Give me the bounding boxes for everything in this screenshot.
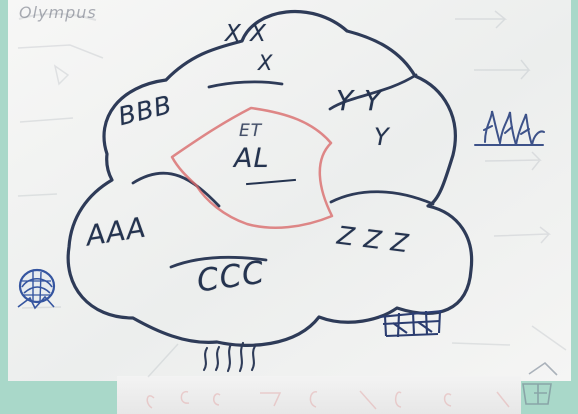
cloud-outline <box>66 9 474 347</box>
cloud-dividers <box>131 73 435 269</box>
bottom-right-sketch <box>522 361 558 405</box>
grid-icon <box>378 309 443 338</box>
top-right-marks: Y Y <box>336 84 383 117</box>
red-center-shape <box>170 106 334 229</box>
top-center-marks-2: X <box>258 51 274 75</box>
title-scribble <box>18 12 97 21</box>
heat-lines-icon <box>202 341 257 373</box>
bottom-red-notes <box>146 390 510 410</box>
center-top-label: ET <box>239 121 263 141</box>
bottom-label: CCC <box>194 254 268 300</box>
whiteboard <box>8 0 571 381</box>
top-center-marks: X X <box>225 21 267 47</box>
globe-icon <box>17 268 56 310</box>
shrub-icon <box>474 110 545 146</box>
lower-paper <box>117 376 521 414</box>
faint-top-text: Olympus <box>19 3 97 22</box>
ghost-marks <box>17 10 567 378</box>
top-right-marks-2: Y <box>374 123 390 151</box>
center-main-label: AL <box>234 143 270 174</box>
